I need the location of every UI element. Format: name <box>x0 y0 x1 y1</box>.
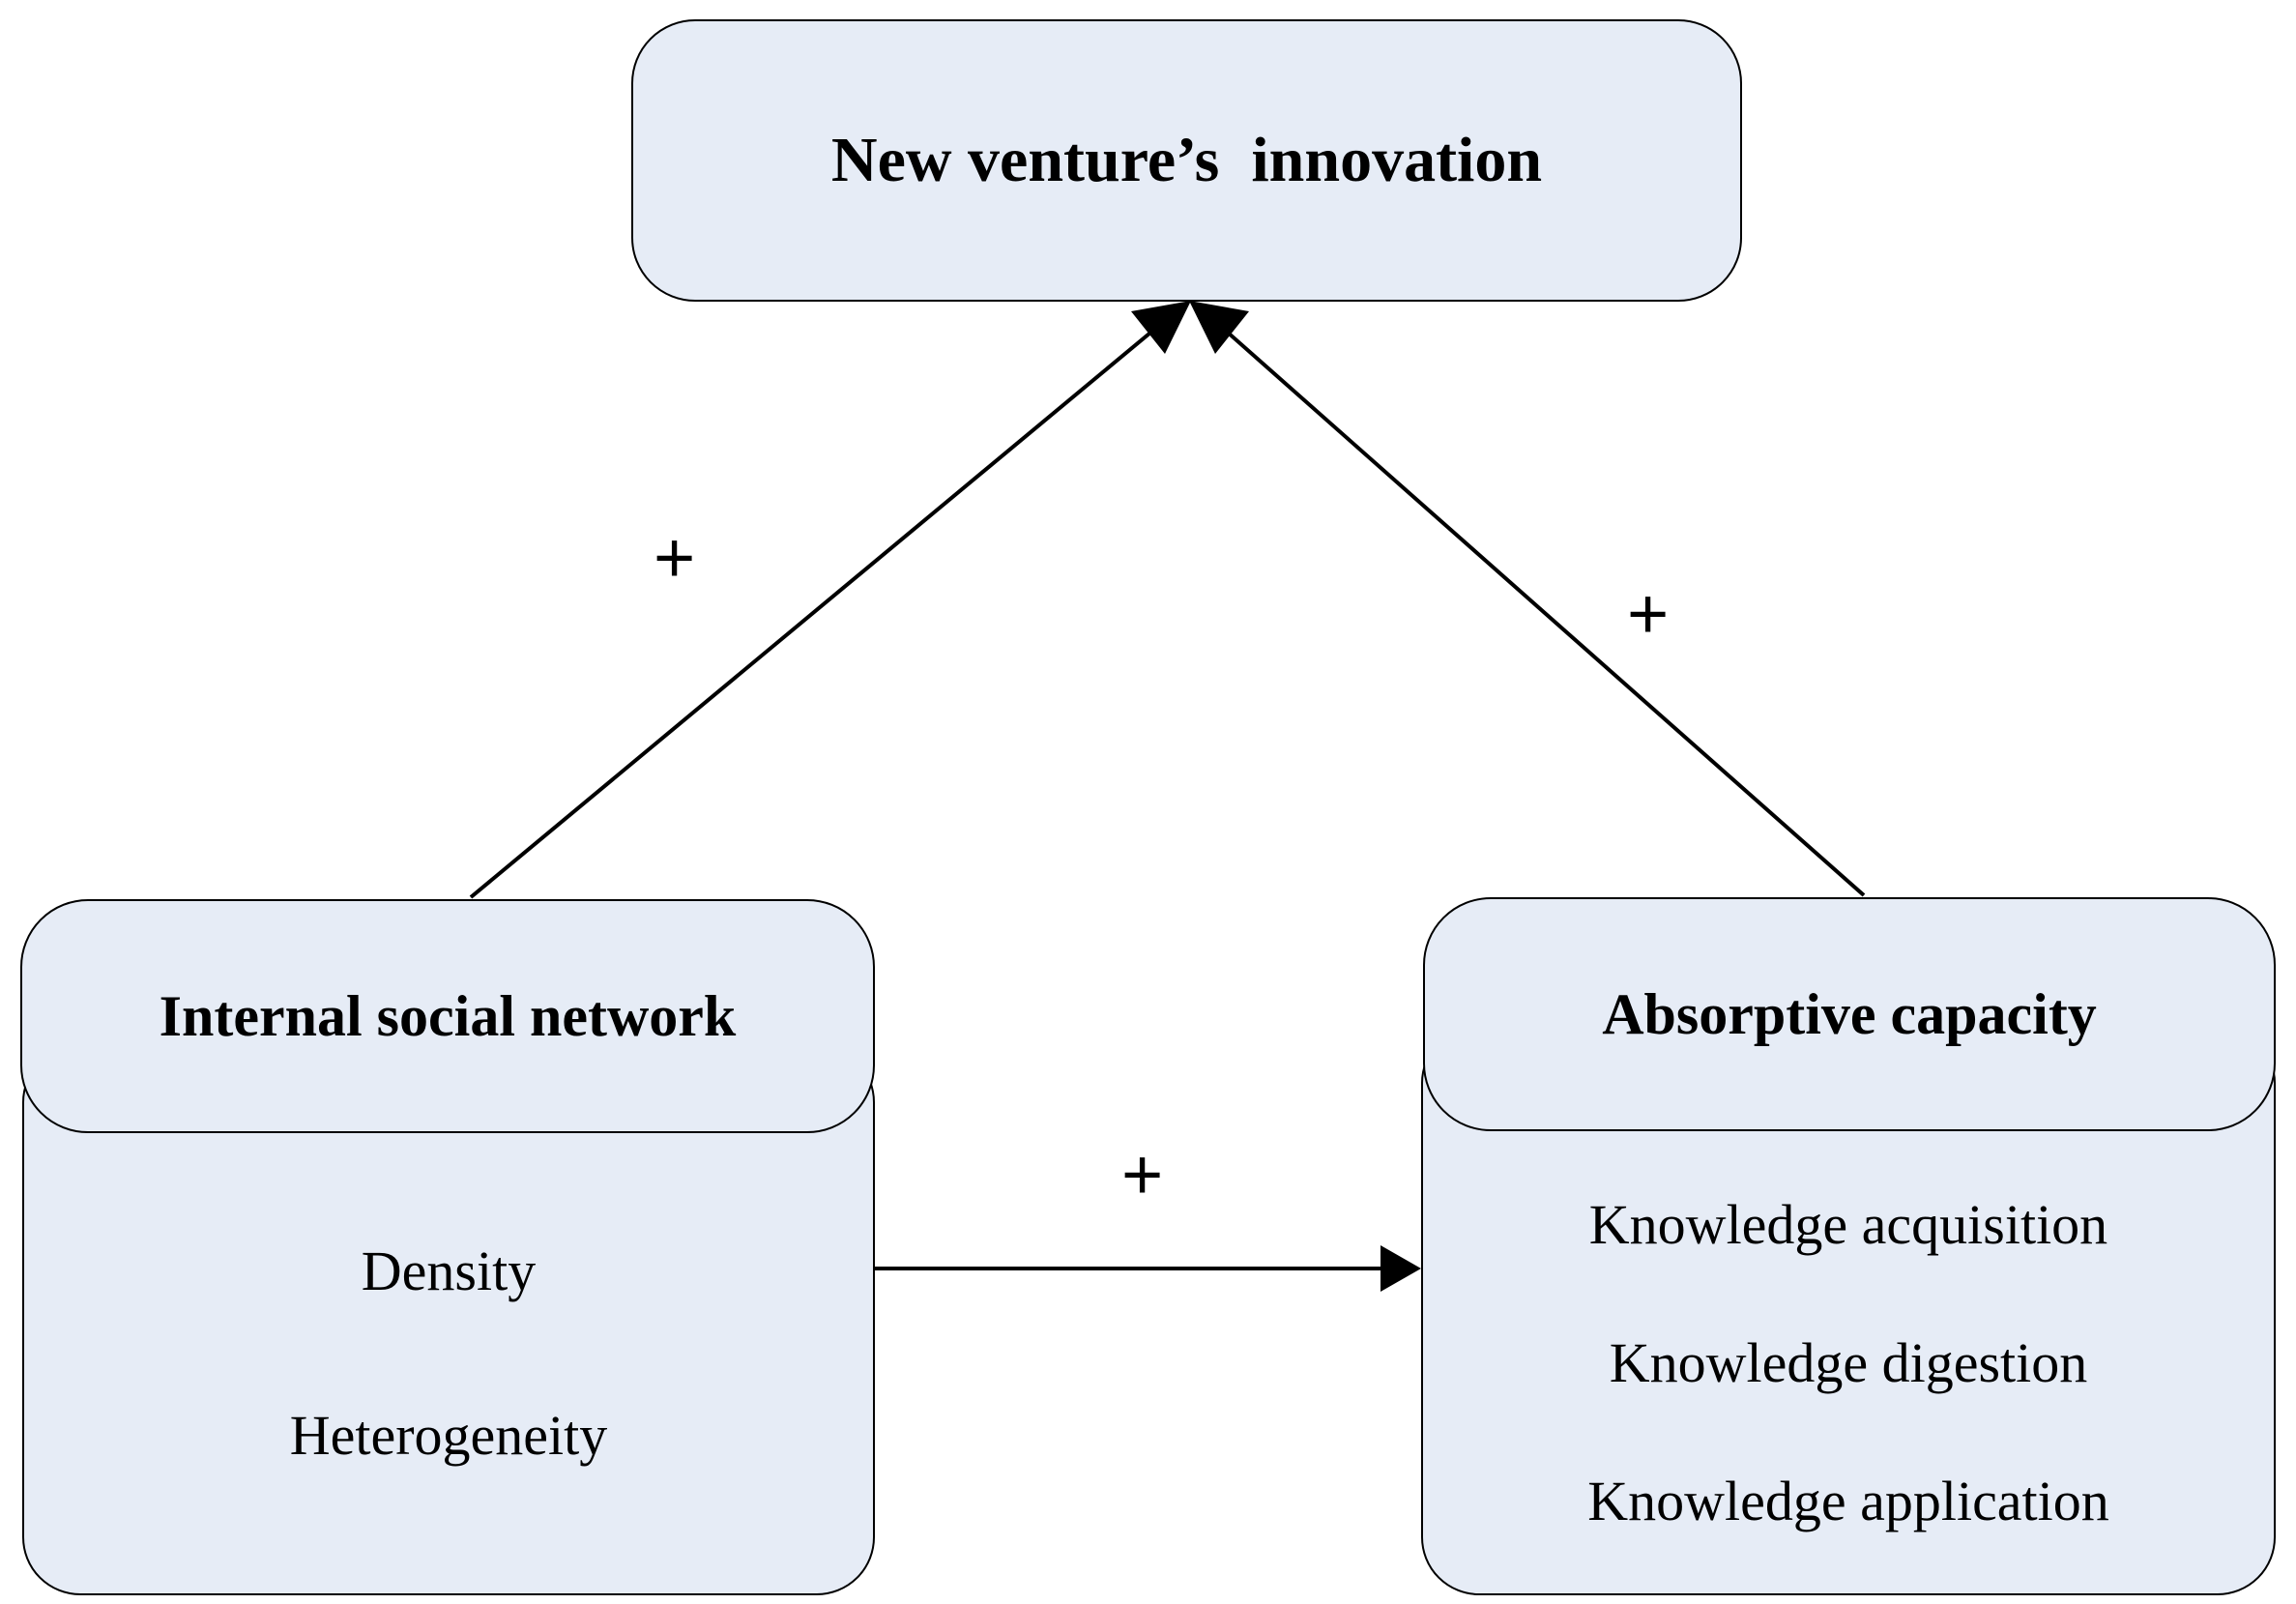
edge-sign-left-to-outcome: + <box>654 517 696 598</box>
list-item: Heterogeneity <box>289 1404 608 1467</box>
node-internal-social-network-title: Internal social network <box>159 984 737 1048</box>
node-absorptive-capacity-title: Absorptive capacity <box>1602 982 2097 1046</box>
edge-left-to-outcome <box>469 301 1191 899</box>
node-internal-social-network-body <box>22 1044 875 1595</box>
list-item: Knowledge digestion <box>1609 1330 2088 1394</box>
edge-right-to-outcome <box>1189 301 1866 897</box>
node-internal-social-network-header[interactable]: Internal social network <box>20 899 875 1133</box>
node-absorptive-capacity-header[interactable]: Absorptive capacity <box>1423 897 2276 1131</box>
node-internal-social-network-items: Density Heterogeneity <box>22 1160 875 1557</box>
node-absorptive-capacity-items: Knowledge acquisition Knowledge digestio… <box>1421 1146 2276 1590</box>
list-item: Knowledge acquisition <box>1588 1192 2108 1256</box>
node-new-venture-innovation-label: New venture’s innovation <box>830 125 1543 195</box>
edge-sign-left-to-right: + <box>1121 1134 1164 1214</box>
edge-left-to-right <box>875 1245 1421 1292</box>
node-new-venture-innovation[interactable]: New venture’s innovation <box>631 19 1742 302</box>
list-item: Density <box>361 1239 537 1302</box>
list-item: Knowledge application <box>1587 1470 2109 1533</box>
edge-sign-right-to-outcome: + <box>1627 573 1670 654</box>
